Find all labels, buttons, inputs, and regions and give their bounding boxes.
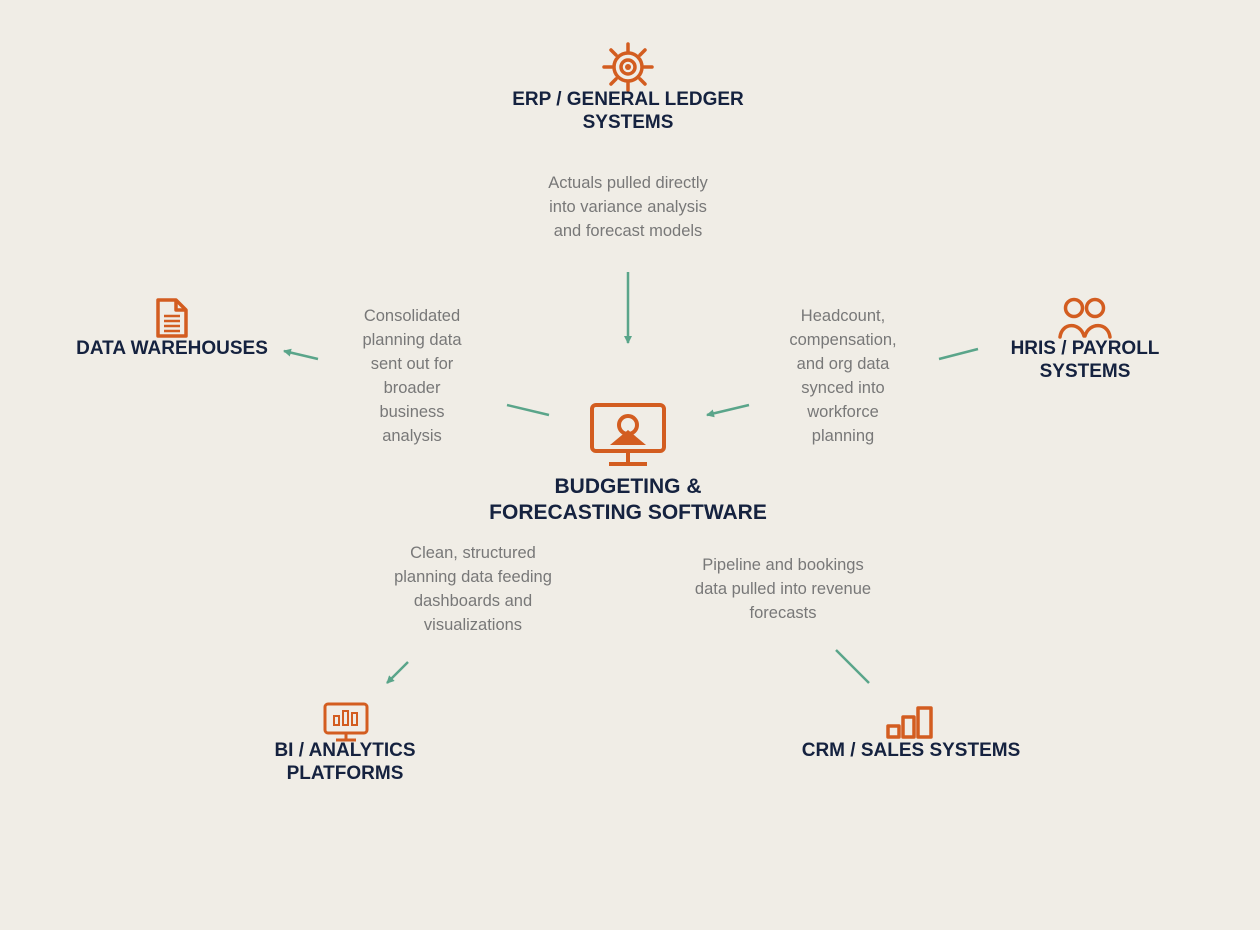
- crm-label: CRM / SALES SYSTEMS: [801, 740, 1021, 761]
- erp-flow-description: Actuals pulled directly into variance an…: [548, 174, 708, 240]
- hris-to-center-arrow: [706, 403, 750, 418]
- data-warehouses-flow-description: Consolidated planning data sent out for …: [362, 307, 462, 445]
- erp-label: ERP / GENERAL LEDGER SYSTEMS: [512, 89, 744, 133]
- bar-chart-icon: [885, 705, 935, 739]
- bi-flow-description: Clean, structured planning data feeding …: [394, 544, 552, 634]
- gear-icon: [602, 42, 654, 92]
- crm-to-center-line: [835, 649, 870, 684]
- document-icon: [154, 297, 190, 339]
- crm-flow-description: Pipeline and bookings data pulled into r…: [694, 556, 872, 622]
- data-warehouses-label: DATA WAREHOUSES: [76, 338, 268, 359]
- hris-label: HRIS / PAYROLL SYSTEMS: [1010, 338, 1160, 382]
- people-icon: [1058, 296, 1112, 340]
- hris-flow-description: Headcount, compensation, and org data sy…: [789, 307, 897, 445]
- center-to-warehouse-line: [506, 403, 550, 417]
- analytics-monitor-icon: [323, 702, 369, 742]
- center-to-warehouse-arrow: [283, 348, 319, 361]
- center-label: BUDGETING & FORECASTING SOFTWARE: [489, 475, 767, 524]
- hris-to-center-line: [938, 347, 979, 361]
- monitor-user-icon: [589, 402, 667, 468]
- bi-label: BI / ANALYTICS PLATFORMS: [274, 740, 416, 784]
- center-to-bi-arrow: [386, 661, 409, 684]
